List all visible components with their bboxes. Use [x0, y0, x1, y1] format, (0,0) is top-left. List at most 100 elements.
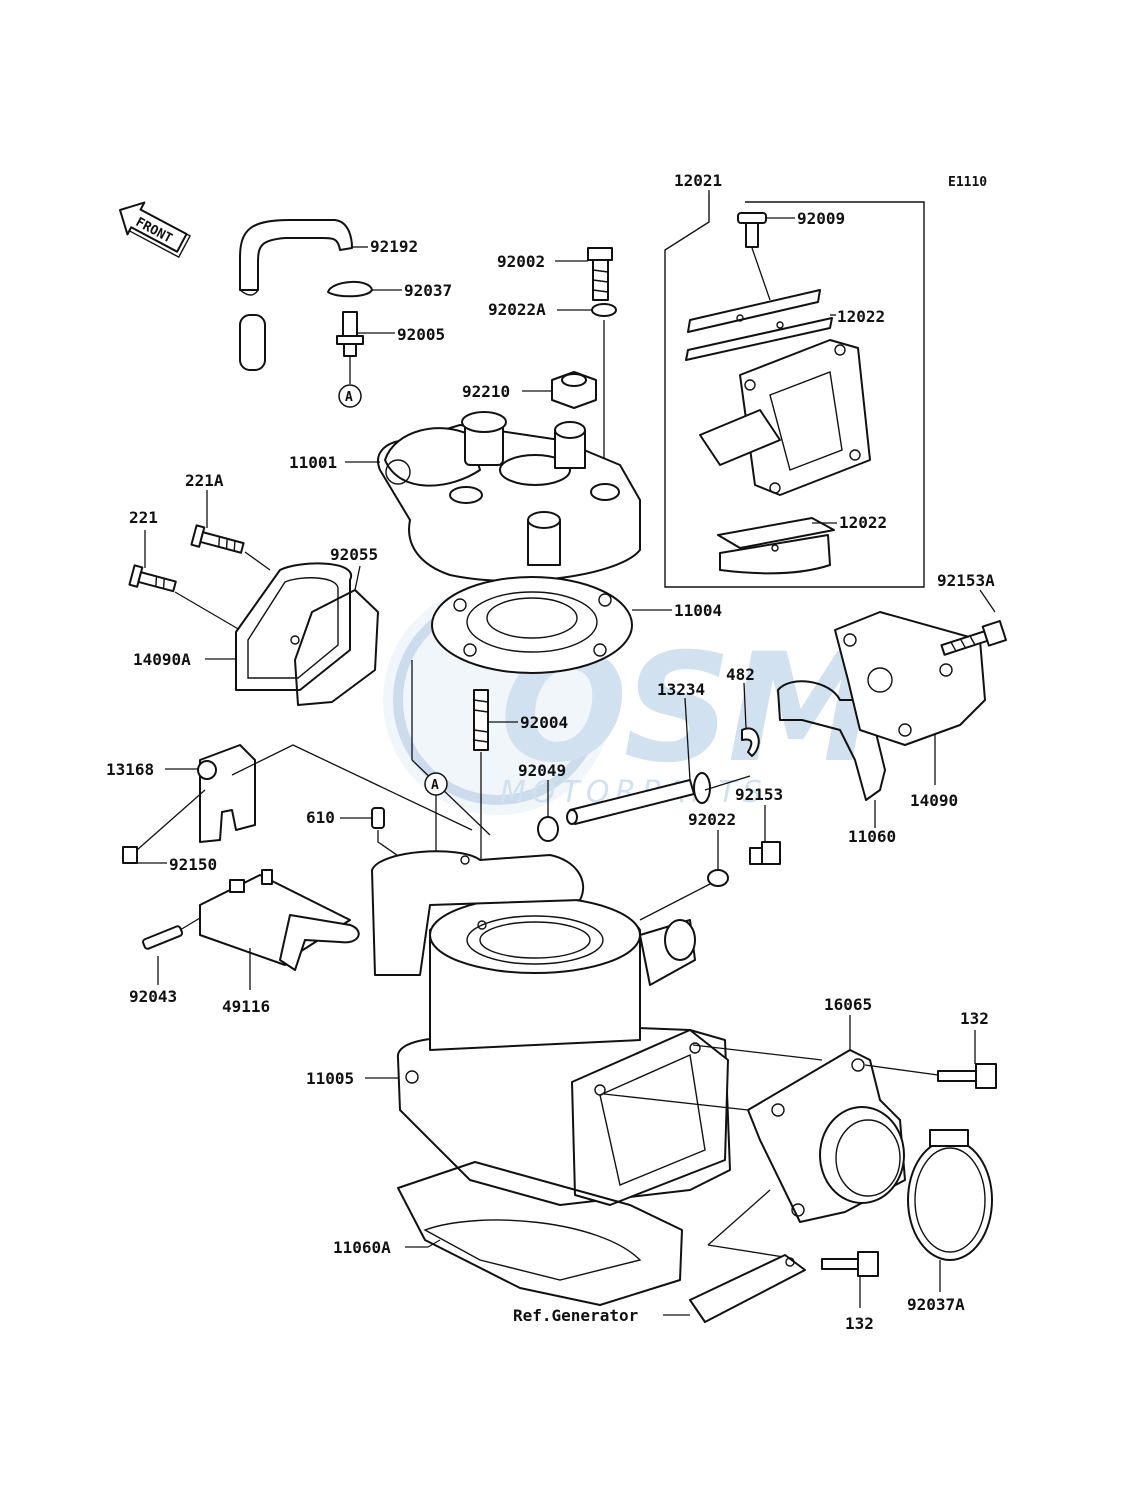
- svg-text:11004: 11004: [674, 601, 722, 620]
- reed-stopper-12022: [685, 289, 833, 361]
- svg-text:482: 482: [726, 665, 755, 684]
- callout-92153A: 92153A: [937, 571, 996, 613]
- callout-482: 482: [726, 665, 755, 729]
- gasket-11060A: [397, 1161, 683, 1306]
- callout-92043: 92043: [129, 956, 177, 1006]
- svg-text:92037A: 92037A: [907, 1295, 965, 1314]
- svg-text:A: A: [345, 390, 353, 405]
- svg-text:92192: 92192: [370, 237, 418, 256]
- gasket-92055: [294, 589, 379, 706]
- fitting-92005: [336, 311, 364, 357]
- callout-92005: 92005: [357, 325, 445, 344]
- pin-92043: [142, 925, 184, 950]
- svg-text:11060: 11060: [848, 827, 896, 846]
- svg-text:12022: 12022: [837, 307, 885, 326]
- clamp-92037A: [907, 1129, 993, 1261]
- intake-16065: [747, 1049, 906, 1223]
- gasket-11060: [777, 680, 886, 801]
- svg-text:92153A: 92153A: [937, 571, 995, 590]
- washer-92022: [707, 869, 729, 887]
- head-gasket-11004: [431, 576, 633, 674]
- diagram-code: E1110: [948, 175, 987, 190]
- svg-text:13168: 13168: [106, 760, 154, 779]
- callout-132-top: 132: [960, 1009, 989, 1064]
- svg-text:221A: 221A: [185, 471, 224, 490]
- front-arrow-icon: FRONT: [119, 201, 191, 259]
- cover-14090A: [235, 562, 353, 691]
- callout-92153: 92153: [735, 785, 783, 842]
- callout-11060A: 11060A: [333, 1238, 441, 1257]
- callout-221A: 221A: [185, 471, 224, 528]
- svg-text:92150: 92150: [169, 855, 217, 874]
- callout-11005: 11005: [306, 1069, 398, 1088]
- svg-text:A: A: [431, 778, 439, 793]
- callout-14090: 14090: [910, 735, 958, 810]
- callout-132-bottom: 132: [845, 1276, 874, 1333]
- marker-a-top: A: [338, 356, 362, 408]
- svg-text:11005: 11005: [306, 1069, 354, 1088]
- callout-92037A: 92037A: [907, 1260, 965, 1314]
- nut-92210: [551, 371, 597, 409]
- svg-text:92043: 92043: [129, 987, 177, 1006]
- bolt-132-top: [864, 1063, 997, 1089]
- ref-generator-strip: [689, 1254, 806, 1323]
- washer-92049: [537, 816, 559, 842]
- svg-text:16065: 16065: [824, 995, 872, 1014]
- svg-text:92022: 92022: [688, 810, 736, 829]
- callout-12022-bottom: 12022: [812, 513, 887, 532]
- valve-49116: [199, 869, 360, 971]
- bolt-92153: [749, 841, 781, 865]
- callout-12021: 12021: [674, 171, 722, 193]
- svg-text:11060A: 11060A: [333, 1238, 391, 1257]
- callout-92002: 92002: [497, 252, 588, 271]
- callout-11001: 11001: [289, 453, 380, 472]
- reed-petal-12022: [717, 517, 835, 575]
- callout-92055: 92055: [330, 545, 378, 591]
- shaft-13234: [566, 772, 751, 825]
- callout-92037: 92037: [372, 281, 452, 300]
- callout-13168: 13168: [106, 760, 198, 779]
- callout-92192: 92192: [352, 237, 418, 256]
- svg-text:610: 610: [306, 808, 335, 827]
- svg-text:92004: 92004: [520, 713, 568, 732]
- callout-49116: 49116: [222, 948, 270, 1016]
- svg-text:12021: 12021: [674, 171, 722, 190]
- hose-92192: [239, 219, 353, 371]
- svg-text:92009: 92009: [797, 209, 845, 228]
- svg-text:92002: 92002: [497, 252, 545, 271]
- washer-92022A: [591, 303, 617, 317]
- svg-text:13234: 13234: [657, 680, 705, 699]
- cylinder-11005: [371, 850, 731, 1206]
- svg-text:Ref.Generator: Ref.Generator: [513, 1306, 638, 1325]
- screw-92009: [737, 212, 771, 301]
- callout-13234: 13234: [657, 680, 705, 781]
- svg-text:12022: 12022: [839, 513, 887, 532]
- svg-text:92005: 92005: [397, 325, 445, 344]
- reed-kit-bracket: [664, 193, 925, 588]
- svg-text:92153: 92153: [735, 785, 783, 804]
- callout-610: 610: [306, 808, 372, 827]
- svg-text:92049: 92049: [518, 761, 566, 780]
- svg-text:11001: 11001: [289, 453, 337, 472]
- svg-text:92055: 92055: [330, 545, 378, 564]
- callout-221: 221: [129, 508, 158, 568]
- svg-text:14090: 14090: [910, 791, 958, 810]
- stud-92004: [473, 689, 489, 751]
- callout-92022A: 92022A: [488, 300, 592, 319]
- svg-text:132: 132: [845, 1314, 874, 1333]
- bracket-13168: [197, 744, 256, 843]
- svg-text:132: 132: [960, 1009, 989, 1028]
- e-ring-482: [741, 727, 760, 757]
- marker-a-mid: A: [411, 660, 491, 860]
- clip-92037: [327, 281, 373, 298]
- callout-11004: 11004: [632, 601, 722, 620]
- bolt-221: [128, 564, 177, 593]
- callout-92049: 92049: [518, 761, 566, 817]
- callout-92022: 92022: [688, 810, 736, 870]
- callout-92009: 92009: [766, 209, 845, 228]
- reed-block: [699, 339, 871, 496]
- svg-text:49116: 49116: [222, 997, 270, 1016]
- bolt-132-bottom: [821, 1251, 879, 1277]
